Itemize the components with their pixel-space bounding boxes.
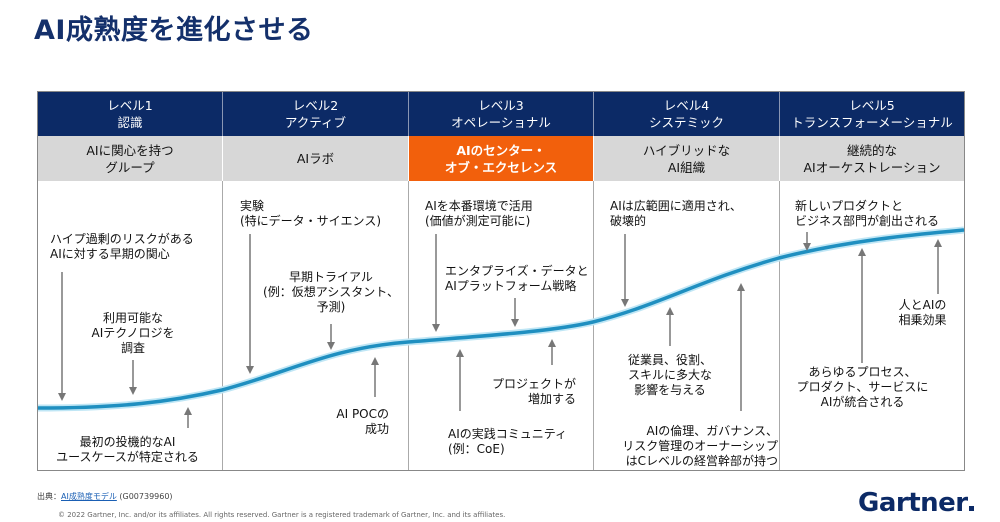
level-5-org: 継続的な AIオーケストレーション — [780, 136, 964, 181]
column-divider — [222, 181, 223, 470]
level-1-org: AIに関心を持つ グループ — [38, 136, 223, 181]
gartner-logo: Gartner — [858, 488, 974, 518]
level-3-header: レベル3 オペレーショナル — [409, 92, 594, 136]
logo-text: Gartner — [858, 488, 968, 518]
column-divider — [779, 181, 780, 470]
note-workforce-impact: 従業員、役割、 スキルに多大な 影響を与える — [627, 353, 712, 397]
level-number: レベル3 — [478, 98, 524, 113]
page-title: AI成熟度を進化させる — [34, 15, 314, 46]
note-early-interest: ハイプ過剰のリスクがある AIに対する早期の関心 — [50, 232, 194, 261]
column-divider — [408, 181, 409, 470]
level-number: レベル2 — [292, 98, 339, 113]
source-link[interactable]: AI成熟度モデル — [61, 492, 117, 501]
source-line: 出典：AI成熟度モデル (G00739960) — [37, 491, 173, 502]
level-2-header: レベル2 アクティブ — [223, 92, 409, 136]
level-name: トランスフォーメーショナル — [791, 115, 953, 130]
logo-dot — [968, 506, 974, 511]
level-name: 認識 — [117, 115, 143, 130]
level-1-header: レベル1 認識 — [38, 92, 223, 136]
note-investigate-tech: 利用可能な AIテクノロジを 調査 — [91, 311, 175, 355]
source-prefix: 出典： — [37, 492, 61, 501]
maturity-curve — [37, 228, 965, 410]
column-divider — [593, 181, 594, 470]
note-new-products: 新しいプロダクトと ビジネス部門が創出される — [795, 199, 940, 228]
note-projects-increase: プロジェクトが 増加する — [491, 377, 576, 406]
note-widely-applied: AIは広範囲に適用され、 破壊的 — [610, 199, 742, 228]
note-ai-in-production: AIを本番環境で活用 (価値が測定可能に) — [425, 199, 533, 228]
note-community-of-practice: AIの実践コミュニティ (例：CoE) — [448, 427, 568, 456]
note-poc-success: AI POCの 成功 — [336, 407, 389, 436]
note-c-level-ownership: AIの倫理、ガバナンス、 リスク管理のオーナーシップ はCレベルの経営幹部が持つ — [622, 424, 778, 468]
level-4-header: レベル4 システミック — [594, 92, 780, 136]
note-first-use-cases: 最初の投機的なAI ユースケースが特定される — [56, 435, 199, 464]
level-number: レベル1 — [107, 98, 153, 113]
note-experiments: 実験 (特にデータ・サイエンス) — [240, 199, 382, 228]
level-name: アクティブ — [284, 115, 347, 130]
note-early-trials: 早期トライアル (例：仮想アシスタント、 予測) — [263, 270, 399, 314]
note-platform-strategy: エンタプライズ・データと AIプラットフォーム戦略 — [445, 264, 589, 293]
maturity-table: レベル1 認識 レベル2 アクティブ レベル3 オペレーショナル レベル4 システミック… — [37, 91, 965, 471]
note-ai-integrated: あらゆるプロセス、 プロダクト、サービスに AIが統合される — [796, 365, 929, 409]
level-name: オペレーショナル — [451, 115, 551, 130]
copyright: © 2022 Gartner, Inc. and/or its affiliat… — [58, 511, 506, 519]
level-2-org: AIラボ — [223, 136, 409, 181]
level-5-header: レベル5 トランスフォーメーショナル — [780, 92, 964, 136]
level-number: レベル5 — [849, 98, 895, 113]
level-number: レベル4 — [663, 98, 710, 113]
note-human-ai-synergy: 人とAIの 相乗効果 — [898, 298, 947, 327]
level-4-org: ハイブリッドな AI組織 — [594, 136, 780, 181]
level-3-org-highlight: AIのセンター・ オブ・エクセレンス — [409, 136, 594, 181]
source-id: (G00739960) — [119, 492, 173, 501]
level-name: システミック — [648, 115, 724, 130]
